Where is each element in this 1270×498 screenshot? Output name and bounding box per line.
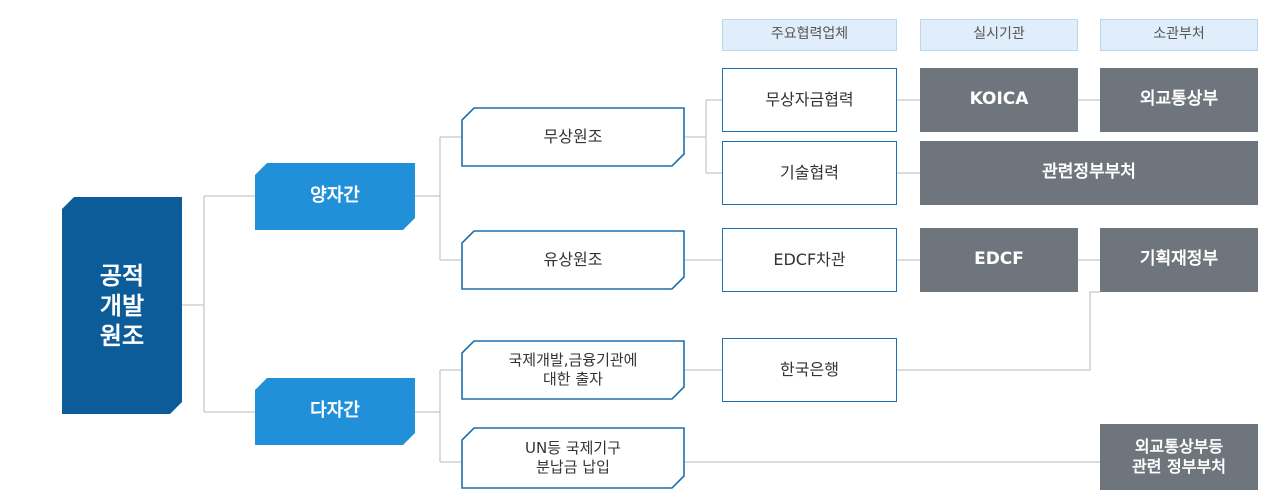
agency-edcf: EDCF bbox=[920, 228, 1078, 292]
partner-bank-of-korea: 한국은행 bbox=[722, 338, 897, 402]
ministry-mofa-related: 외교통상부등 관련 정부부처 bbox=[1100, 424, 1258, 490]
tier2-un-payment: UN등 국제기구 분납금 납입 bbox=[525, 439, 621, 476]
ministry-mofa: 외교통상부 bbox=[1100, 68, 1258, 132]
agency-related-gov: 관련정부부처 bbox=[920, 141, 1258, 205]
root-oda: 공적 개발 원조 bbox=[62, 197, 182, 414]
partner-tech-coop: 기술협력 bbox=[722, 141, 897, 205]
partner-edcf-loan: EDCF차관 bbox=[722, 228, 897, 292]
header-ministry: 소관부처 bbox=[1100, 19, 1258, 51]
ministry-mosf: 기획재정부 bbox=[1100, 228, 1258, 292]
tier2-loan-aid: 유상원조 bbox=[543, 250, 603, 269]
tier2-grant-aid: 무상원조 bbox=[543, 127, 603, 146]
tier2-contribution: 국제개발,금융기관에 대한 출자 bbox=[508, 351, 638, 388]
tier1-bilateral: 양자간 bbox=[255, 163, 415, 230]
header-partners: 주요협력업체 bbox=[722, 19, 897, 51]
partner-grant-coop: 무상자금협력 bbox=[722, 68, 897, 132]
agency-koica: KOICA bbox=[920, 68, 1078, 132]
tier1-multilateral: 다자간 bbox=[255, 378, 415, 445]
header-agency: 실시기관 bbox=[920, 19, 1078, 51]
